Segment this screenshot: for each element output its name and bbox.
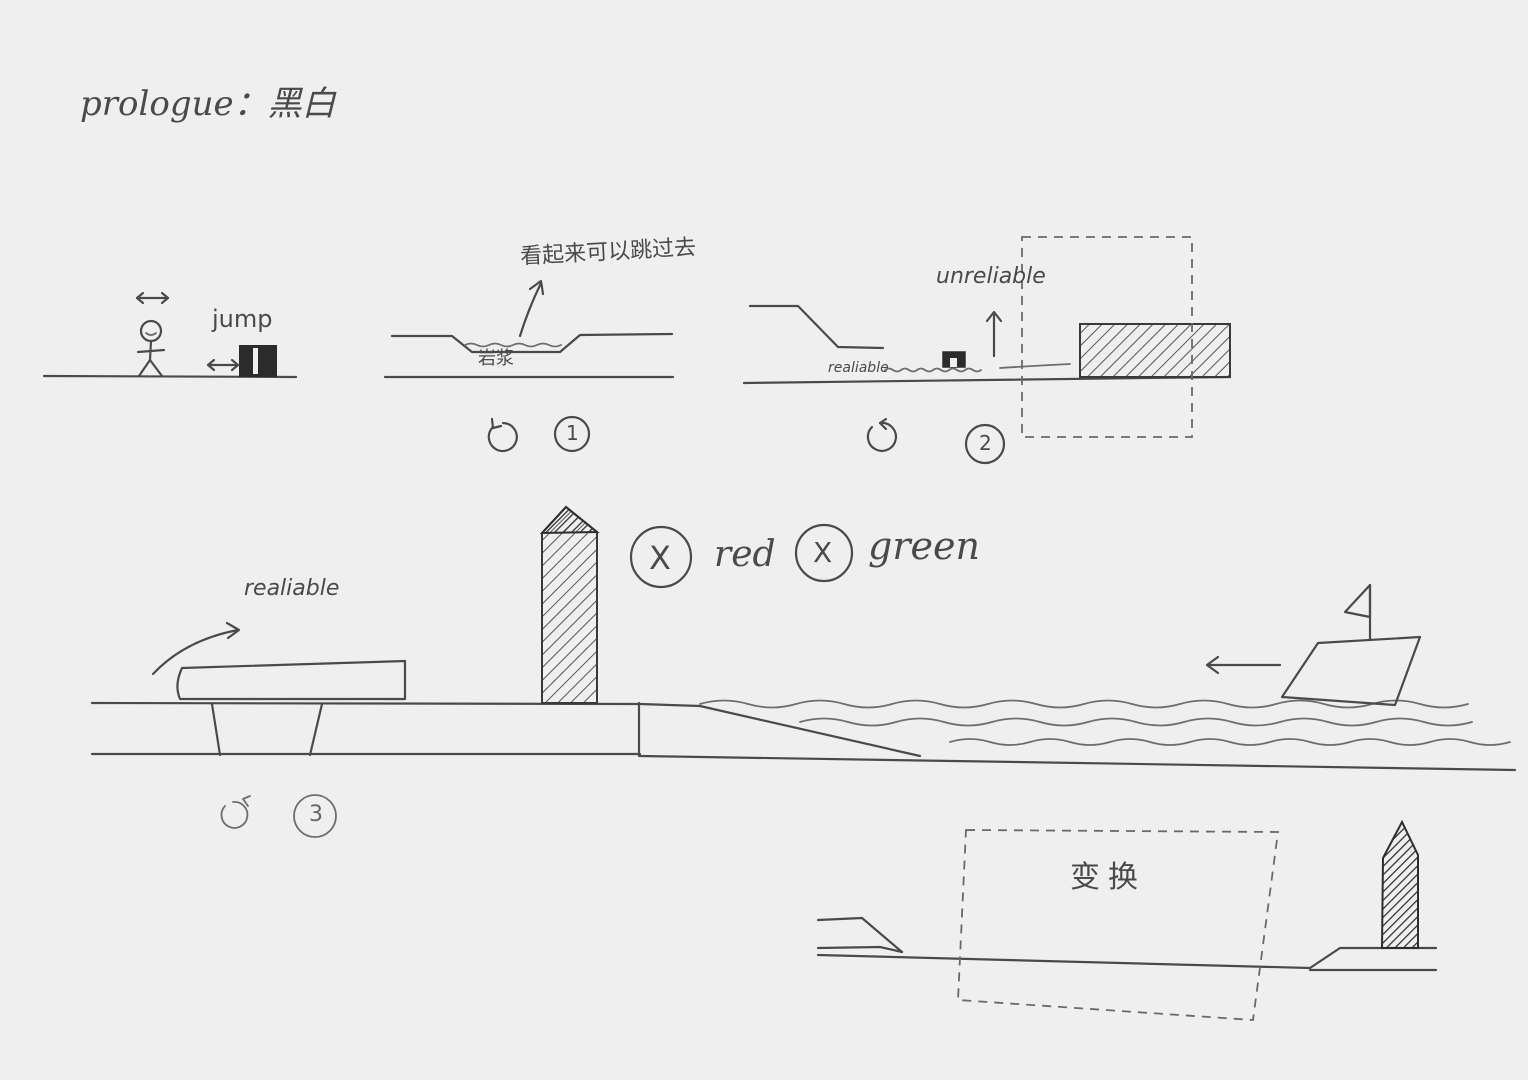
sea-floor-line	[640, 756, 1515, 770]
red-label: red	[714, 534, 776, 575]
rotate-icon	[868, 419, 896, 451]
realiable-label: realiable	[828, 360, 889, 376]
move-arrow-icon	[137, 293, 168, 303]
jump-arrow-icon	[208, 360, 238, 370]
sea-slope	[640, 704, 920, 756]
waves	[700, 701, 1510, 746]
lava-label: 岩浆	[478, 344, 514, 370]
rotate-icon	[489, 419, 517, 451]
realiable-ground	[885, 369, 981, 372]
scene4-drawing	[92, 507, 1515, 837]
platform-support	[212, 704, 322, 755]
lava-pit-edge	[392, 334, 672, 352]
jump-label: jump	[212, 305, 273, 333]
right-ledge	[1310, 948, 1436, 968]
tower-roof	[542, 507, 597, 533]
transform-label: 变换	[1070, 852, 1146, 896]
tall-tower	[542, 507, 597, 703]
scene2-drawing	[385, 281, 673, 451]
page-title: prologue：黑白	[80, 76, 336, 125]
step-2-number: 2	[979, 431, 992, 455]
slope-ledge	[750, 306, 883, 348]
step-1-number: 1	[566, 421, 579, 445]
note-arrow	[520, 283, 541, 336]
unreliable-platform	[1080, 324, 1230, 377]
boat-icon	[1282, 585, 1420, 705]
step-3-number: 3	[309, 802, 323, 827]
stick-figure	[138, 321, 164, 376]
rotate-icon	[221, 796, 250, 828]
scene5-ground-line	[818, 955, 1310, 968]
red-toggle-mark: X	[649, 539, 671, 577]
platform-label: realiable	[244, 576, 339, 601]
unreliable-label: unreliable	[936, 264, 1046, 289]
green-toggle-mark: X	[813, 536, 832, 569]
green-label: green	[868, 524, 980, 568]
realiable-platform	[177, 661, 405, 699]
boat-direction-arrow	[1207, 657, 1280, 673]
small-tower	[1382, 822, 1418, 948]
